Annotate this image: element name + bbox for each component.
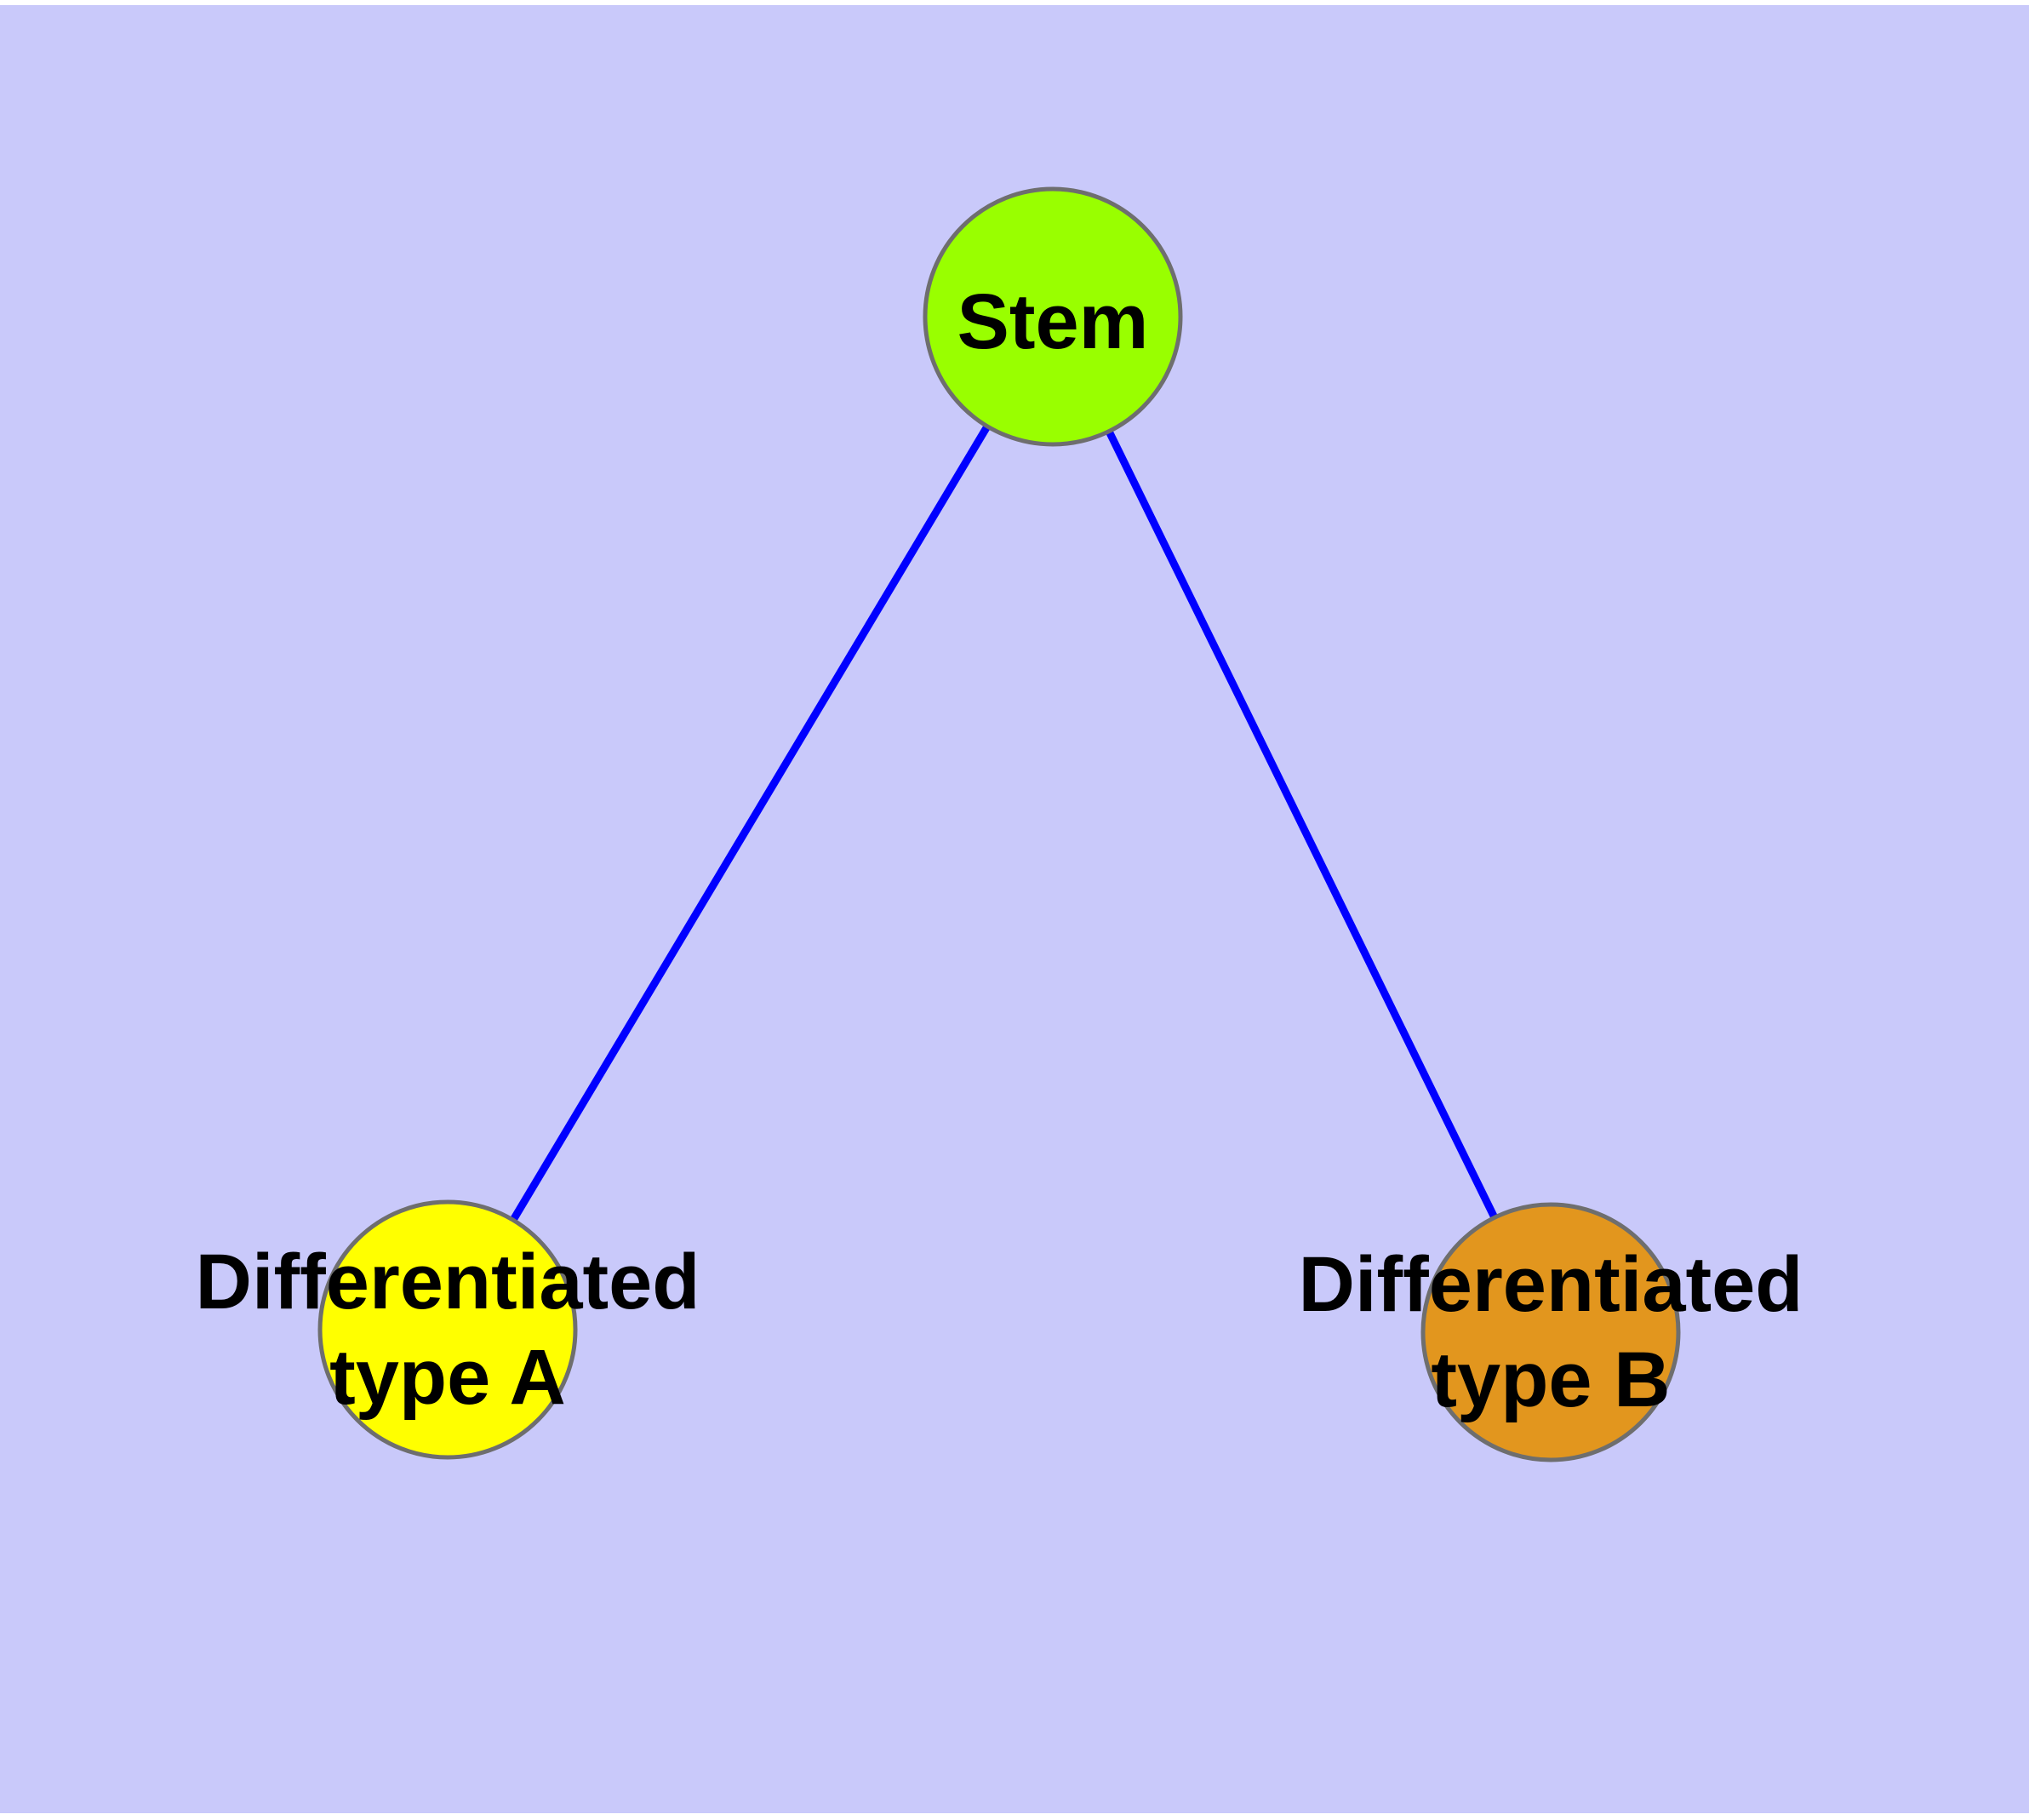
edge-stem-to-type-a bbox=[444, 314, 1056, 1332]
node-stem: Stem bbox=[923, 186, 1183, 447]
node-type-a-label-line-2: type A bbox=[329, 1334, 566, 1421]
node-type-b-circle bbox=[1420, 1202, 1681, 1462]
node-type-a-label-line-1: Differentiated bbox=[196, 1239, 700, 1325]
edge-stem-to-type-b bbox=[1049, 315, 1555, 1334]
node-stem-circle bbox=[923, 186, 1183, 447]
node-type-b-label-line-2: type B bbox=[1431, 1336, 1670, 1423]
node-stem-label: Stem bbox=[957, 278, 1149, 365]
node-type-a-circle bbox=[317, 1199, 578, 1460]
node-differentiated-type-b: Differentiated type B bbox=[1299, 1202, 1803, 1462]
node-type-b-label-line-1: Differentiated bbox=[1299, 1241, 1803, 1328]
node-differentiated-type-a: Differentiated type A bbox=[196, 1199, 700, 1460]
